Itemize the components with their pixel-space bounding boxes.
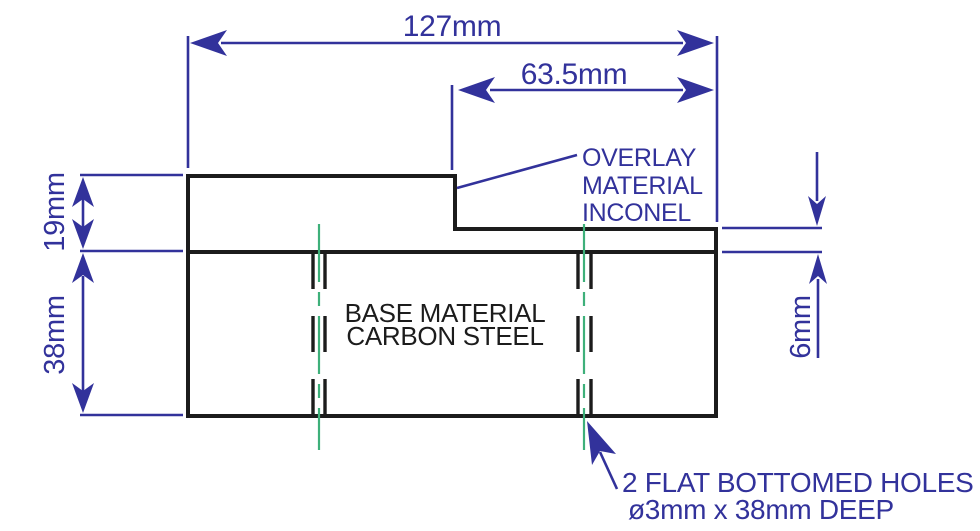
dim-63-arrow-left xyxy=(458,77,495,103)
dim-127-arrow-left xyxy=(190,30,227,56)
dim-6-arrow-up xyxy=(809,254,827,284)
dim-6-label: 6mm xyxy=(785,295,817,359)
overlay-callout-line2: MATERIAL xyxy=(582,172,703,200)
part-outline xyxy=(186,174,718,418)
dim-38-label: 38mm xyxy=(39,295,71,374)
overlay-leader-line xyxy=(456,153,578,190)
dim-38-arrow-up xyxy=(72,253,94,283)
dim-63-arrow-right xyxy=(677,77,714,103)
dim-38-arrow-down xyxy=(72,383,94,413)
dim-127-arrow-right xyxy=(677,30,714,56)
holes-leader-arrow xyxy=(587,421,616,465)
dim-63-label: 63.5mm xyxy=(521,58,628,91)
dim-19-label: 19mm xyxy=(39,172,71,251)
holes-leader-line xyxy=(598,451,619,490)
holes-callout-line1: 2 FLAT BOTTOMED HOLES xyxy=(622,467,974,498)
base-label-line2: CARBON STEEL xyxy=(346,321,543,351)
dim-127-label: 127mm xyxy=(403,10,502,43)
holes-callout-line2: ø3mm x 38mm DEEP xyxy=(628,494,894,525)
overlay-callout-line3: INCONEL xyxy=(582,199,691,227)
dim-6-arrow-down xyxy=(808,196,826,226)
base-label-line1: BASE MATERIAL xyxy=(345,298,546,328)
dim-19-arrow-down xyxy=(72,219,94,249)
overlay-callout-line1: OVERLAY xyxy=(582,144,697,172)
dim-19-arrow-up xyxy=(72,177,94,207)
